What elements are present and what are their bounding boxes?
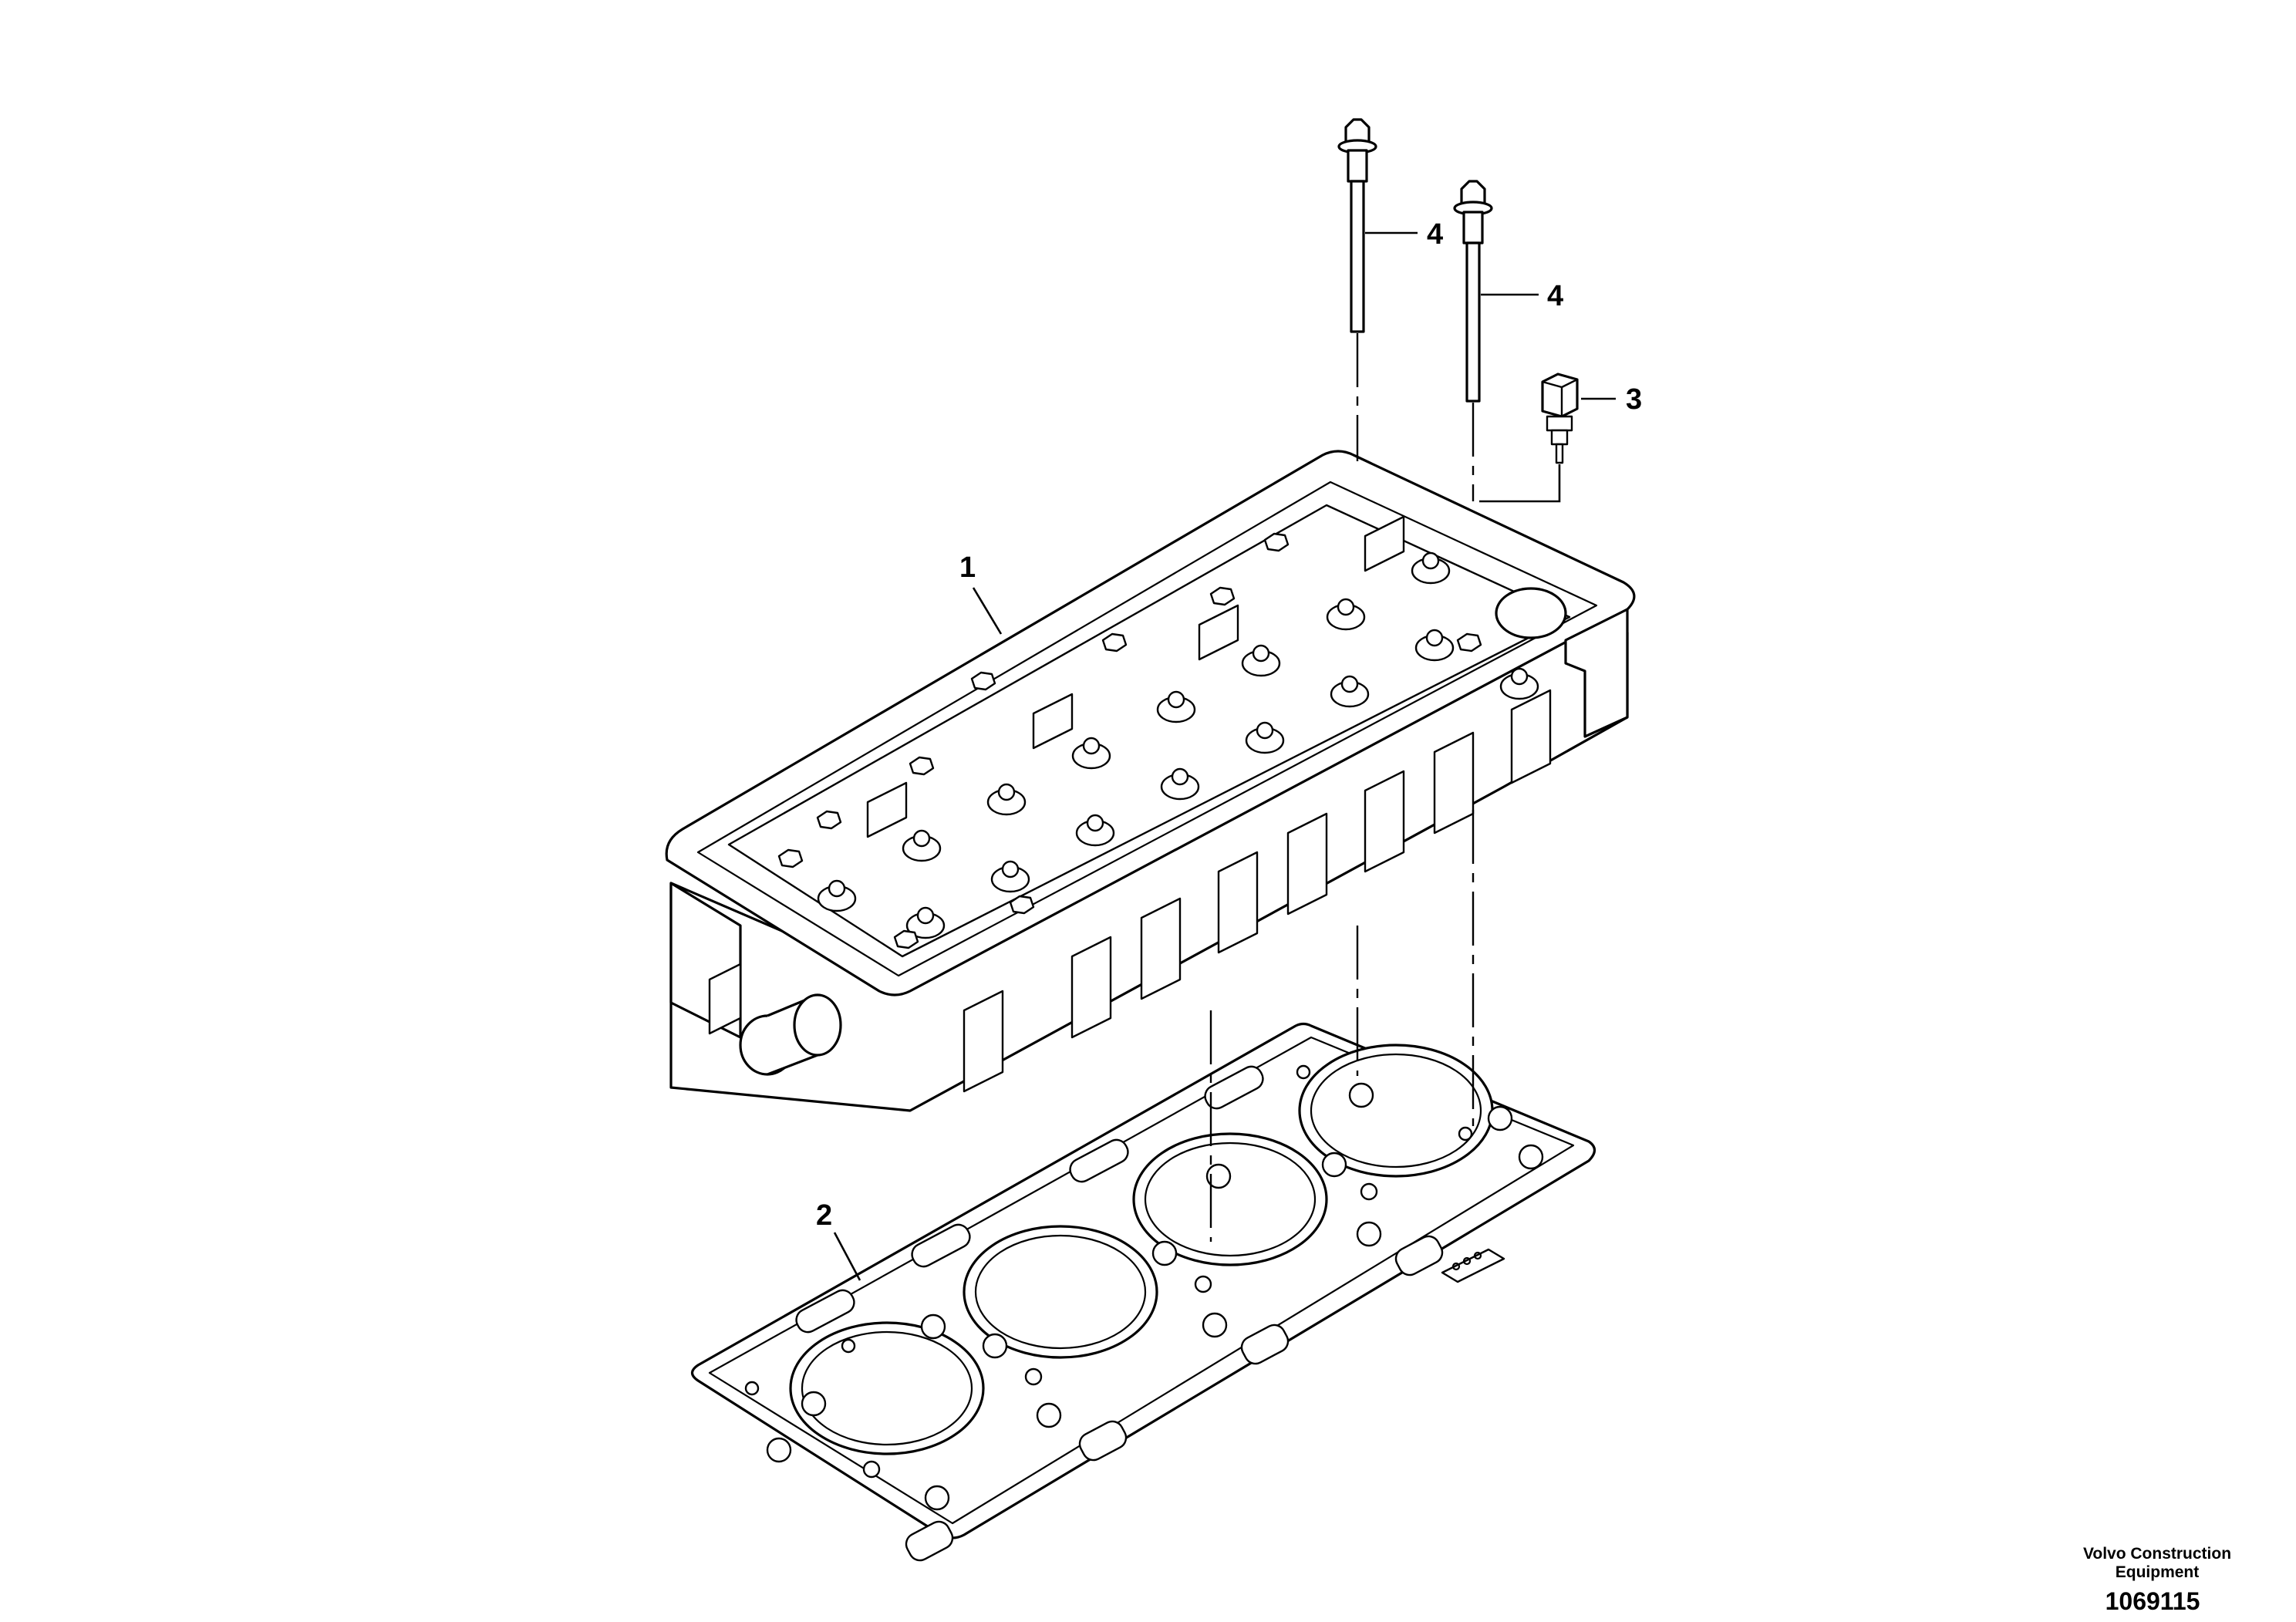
head-bolt-right: [1453, 180, 1493, 403]
side-ports: [963, 689, 1552, 1093]
callouts: 1 2 3 4 4: [816, 218, 1642, 1281]
callout-3: 3: [1626, 383, 1642, 416]
brand-label: Volvo Construction Equipment: [2065, 1545, 2250, 1582]
head-gasket: [690, 1022, 1596, 1562]
callout-1: 1: [959, 551, 976, 584]
head-bolts-top: [777, 532, 1482, 949]
brand-line-2: Equipment: [2115, 1563, 2200, 1581]
gasket-slots: [795, 1065, 1444, 1562]
injector-bosses: [866, 515, 1405, 838]
cylinder-head: [665, 450, 1636, 1112]
drawing-number: 1069115: [2105, 1587, 2200, 1615]
gasket-holes: [744, 1064, 1544, 1511]
head-bolt-left: [1337, 118, 1377, 333]
temperature-sensor: [1541, 373, 1579, 464]
valve-springs: [817, 551, 1539, 939]
brand-line-1: Volvo Construction: [2082, 1545, 2232, 1563]
callout-4-left: 4: [1427, 218, 1443, 251]
gasket-bores: [789, 1044, 1494, 1455]
callout-2: 2: [816, 1199, 832, 1232]
callout-4-right: 4: [1547, 280, 1563, 312]
assembly-lines: [1209, 333, 1561, 1242]
